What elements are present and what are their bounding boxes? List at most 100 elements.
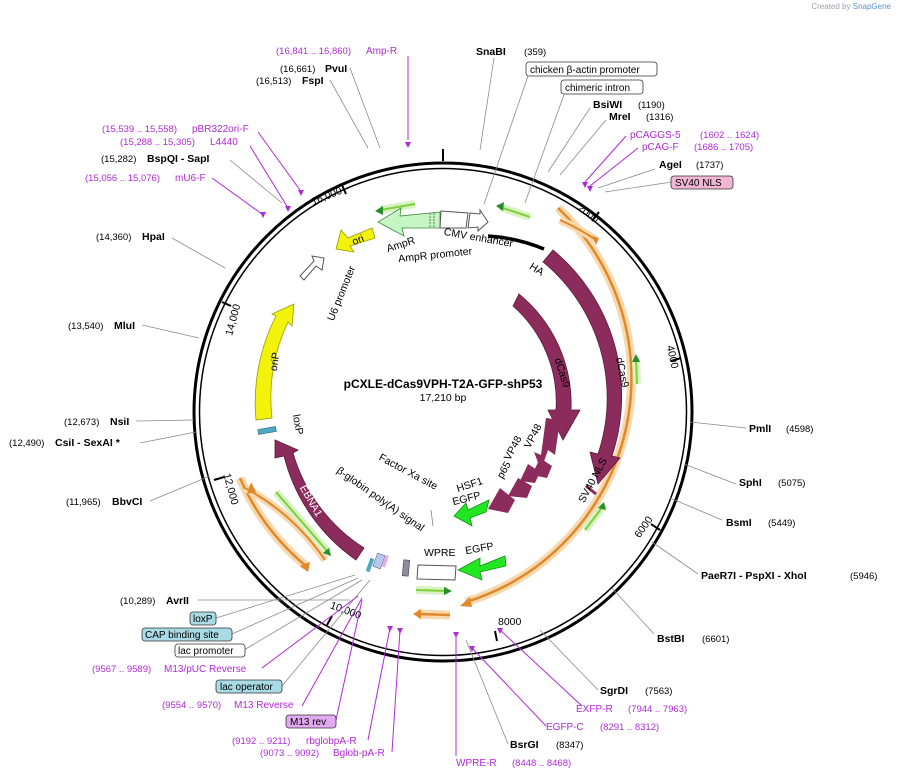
enzyme-mrei: MreI — [609, 111, 631, 123]
primer-tick-l4440 — [285, 206, 291, 212]
leader-pcaggs5 — [584, 135, 627, 183]
enzyme-fspi: FspI — [302, 75, 324, 87]
plasmid-size: 17,210 bp — [420, 392, 467, 404]
vp48-arrow-2 — [520, 464, 540, 483]
enzyme-sgrdi: SgrDI — [600, 685, 628, 697]
enzyme-bstbi: BstBI — [657, 633, 685, 645]
tick-14000 — [221, 301, 232, 307]
leader-cap-box — [231, 577, 359, 635]
primer-exfp-r: EXFP-R — [576, 704, 613, 715]
leader-nsii — [135, 419, 195, 422]
enzyme-bsmi-pos: (5449) — [768, 518, 795, 529]
enzyme-sphi: SphI — [739, 477, 762, 489]
label-u6: U6 promoter — [325, 264, 358, 323]
enzyme-snabi-pos: (359) — [524, 47, 546, 58]
enzyme-bsiwi-pos: (1190) — [638, 100, 665, 111]
primer-ticks — [260, 142, 593, 652]
primer-tick-pbr — [298, 190, 304, 196]
primer-amp-r: Amp-R — [366, 46, 397, 57]
dcas9-outer-arrow — [542, 249, 623, 485]
tick-2000 — [591, 211, 600, 222]
loxp-box — [189, 611, 217, 626]
primer-pcaggs5: pCAGGS-5 — [630, 130, 681, 141]
enzyme-hpai: HpaI — [142, 231, 165, 243]
p65-arrow — [508, 478, 532, 498]
leader-csii — [139, 431, 197, 444]
primer-wpre-r: WPRE-R — [456, 758, 497, 769]
primer-pbr322-pos: (15,539 .. 15,558) — [102, 124, 177, 135]
primer-mu6: mU6-F — [175, 173, 206, 184]
label-ha: HA — [527, 261, 546, 279]
orf-arc-top-head — [592, 236, 599, 245]
primer-egfp-c: EGFP-C — [546, 722, 584, 733]
leader-paer7i — [651, 541, 699, 575]
enzyme-bsiwi: BsiWI — [593, 99, 622, 111]
primer-m13puc-pos: (9567 .. 9589) — [92, 664, 151, 675]
primer-bglob: Bglob-pA-R — [333, 748, 385, 759]
tick-6000 — [650, 523, 661, 531]
tick-label-14000: 14,000 — [223, 303, 243, 337]
primer-tick-bg — [397, 628, 403, 634]
enzyme-bsmi: BsmI — [726, 517, 752, 529]
enzyme-sphi-pos: (5075) — [778, 478, 805, 489]
leader-exfp-r — [499, 629, 583, 707]
leader-hpai — [171, 237, 226, 269]
loxp-lower-mark — [365, 557, 375, 573]
leader-mu6 — [211, 177, 263, 215]
primer-tick-egfpc — [469, 646, 475, 652]
primer-amp-r-pos: (16,841 .. 16,860) — [276, 46, 351, 57]
leader-m13revbox — [335, 599, 363, 721]
primer-pcagf-pos: (1686 .. 1705) — [694, 142, 753, 153]
label-orip: oriP — [268, 352, 282, 372]
orip-arrow — [254, 303, 295, 421]
sv40nls-inner-mark — [585, 484, 597, 496]
leader-rbglob — [367, 627, 391, 741]
primer-tick-exfp — [497, 628, 503, 634]
enzyme-fspi-pos: (16,513) — [256, 76, 291, 87]
primer-tick-pcag — [587, 186, 593, 192]
ticks-group — [213, 149, 682, 642]
enzyme-paer7i: PaeR7I - PspXI - XhoI — [701, 570, 807, 582]
enzyme-pmli: PmlI — [749, 423, 771, 435]
snapgene-brand: SnapGene — [852, 2, 891, 11]
primer-tick-rbg — [387, 626, 393, 632]
enzyme-nsii: NsiI — [110, 416, 129, 428]
leader-pbr322 — [257, 131, 301, 191]
enzyme-mlui: MluI — [114, 320, 135, 332]
green-orf-left — [275, 491, 329, 553]
primer-l4440-pos: (15,288 .. 15,305) — [120, 137, 195, 148]
enzyme-csii: CsiI - SexAI * — [55, 437, 121, 449]
tick-label-12000: 12,000 — [221, 472, 241, 506]
leader-m13puc — [261, 595, 359, 669]
green-orf-bottom — [415, 589, 449, 592]
green-orf-lower — [584, 504, 605, 531]
primer-rbglob: rbglobpA-R — [306, 736, 357, 747]
primer-mu6-pos: (15,056 .. 15,076) — [85, 173, 160, 184]
enzyme-agei-pos: (1737) — [696, 160, 723, 171]
enzyme-mrei-pos: (1316) — [646, 112, 673, 123]
lac-operator-mark — [372, 552, 386, 570]
cap-label: CAP binding site — [145, 630, 219, 641]
leader-bsiwi — [547, 107, 591, 173]
cap-box — [141, 627, 233, 642]
dcas9-inner-arrow — [512, 293, 581, 441]
leader-mlui — [141, 324, 200, 339]
sv40nls-box — [670, 175, 734, 190]
leader-lac-op-box — [281, 579, 371, 687]
green-orf-topleft-head — [375, 206, 383, 215]
ori-arrow — [335, 227, 376, 253]
primer-bglob-pos: (9073 .. 9092) — [260, 748, 319, 759]
enzyme-pvui-pos: (16,661) — [280, 64, 315, 75]
orf-arc-left2 — [244, 487, 326, 561]
u6-promoter-arrow — [299, 255, 325, 281]
enzyme-bspqi-pos: (15,282) — [101, 154, 136, 165]
m13rev-label: M13 rev — [290, 717, 326, 728]
green-orf-arrows — [272, 200, 641, 595]
enzyme-bsrgi: BsrGI — [510, 739, 539, 751]
label-factor-xa: Factor Xa site — [377, 452, 440, 493]
green-orf-top-head — [496, 202, 504, 211]
label-loxp-inner: loxP — [290, 413, 305, 435]
enzyme-bstbi-pos: (6601) — [702, 634, 729, 645]
leader-mrei — [559, 119, 607, 176]
